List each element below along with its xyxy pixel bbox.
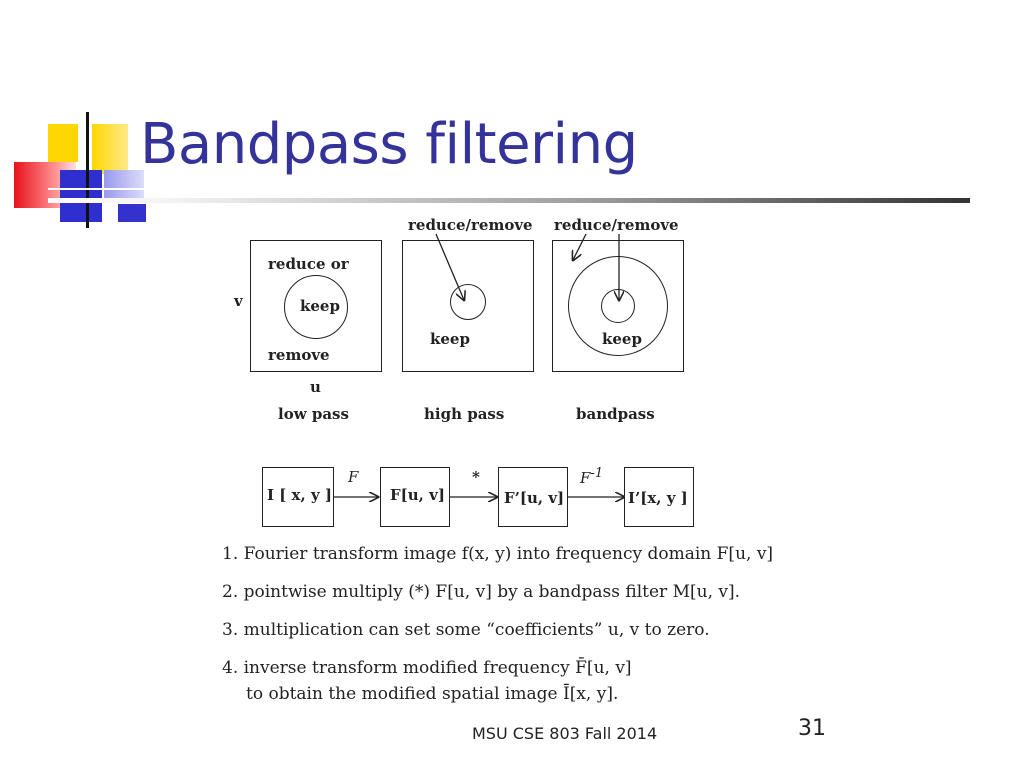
bandpass-arrow-outer xyxy=(573,233,587,260)
arrow-label-forward-transform: F xyxy=(348,468,359,486)
bandpass-outer-circle xyxy=(568,256,668,356)
highpass-box xyxy=(402,240,534,372)
arrow-label-inverse-letter: F xyxy=(580,469,591,487)
inverse-superscript: -1 xyxy=(590,466,604,481)
pipeline-box-spatial-modified xyxy=(624,467,694,527)
highpass-arrow xyxy=(435,233,464,300)
highpass-circle xyxy=(450,284,486,320)
lowpass-circle xyxy=(284,275,348,339)
top-label-bandpass: reduce/remove xyxy=(554,216,679,234)
logo-blue-square-3 xyxy=(118,204,146,222)
footer-text: MSU CSE 803 Fall 2014 xyxy=(472,724,658,743)
axis-v-label: v xyxy=(234,292,243,310)
pipeline-box-spatial-modified-label: I’[x, y ] xyxy=(628,489,688,507)
step-2: 2. pointwise multiply (*) F[u, v] by a b… xyxy=(222,582,741,602)
logo-blue-square-2 xyxy=(104,170,144,200)
logo-yellow-square-2 xyxy=(92,124,128,174)
step-3: 3. multiplication can set some “coeffici… xyxy=(222,620,710,640)
arrow-label-multiply: * xyxy=(472,468,480,486)
highpass-caption: high pass xyxy=(424,405,505,423)
axis-u-label: u xyxy=(310,378,321,396)
arrow-label-inverse-transform: F-1 xyxy=(580,466,603,487)
slide-title: Bandpass filtering xyxy=(140,112,638,177)
lowpass-outer-text-2: remove xyxy=(268,346,330,364)
lowpass-outer-text-1: reduce or xyxy=(268,255,349,273)
logo-vertical-line xyxy=(86,112,89,228)
step-1: 1. Fourier transform image f(x, y) into … xyxy=(222,544,774,564)
bandpass-inner-circle xyxy=(601,289,635,323)
lowpass-caption: low pass xyxy=(278,405,349,423)
top-label-highpass: reduce/remove xyxy=(408,216,533,234)
pipeline-box-freq-modified xyxy=(498,467,568,527)
pipeline-box-spatial-label: I [ x, y ] xyxy=(267,486,332,504)
step-4: 4. inverse transform modified frequency … xyxy=(222,658,632,678)
highpass-keep-text: keep xyxy=(430,330,470,348)
logo-horizontal-line xyxy=(48,188,144,190)
pipeline-box-spatial xyxy=(262,467,334,527)
step-4-continuation: to obtain the modified spatial image Ī[x… xyxy=(246,684,619,704)
pipeline-box-freq-label: F[u, v] xyxy=(390,486,445,504)
bandpass-keep-text: keep xyxy=(602,330,642,348)
bandpass-caption: bandpass xyxy=(576,405,655,423)
logo-blue-square xyxy=(60,170,102,222)
title-underline xyxy=(48,198,970,203)
pipeline-box-freq xyxy=(380,467,450,527)
lowpass-keep-text: keep xyxy=(300,297,340,315)
logo-yellow-square xyxy=(48,124,78,162)
page-number: 31 xyxy=(798,716,826,741)
pipeline-box-freq-modified-label: F’[u, v] xyxy=(504,489,565,507)
